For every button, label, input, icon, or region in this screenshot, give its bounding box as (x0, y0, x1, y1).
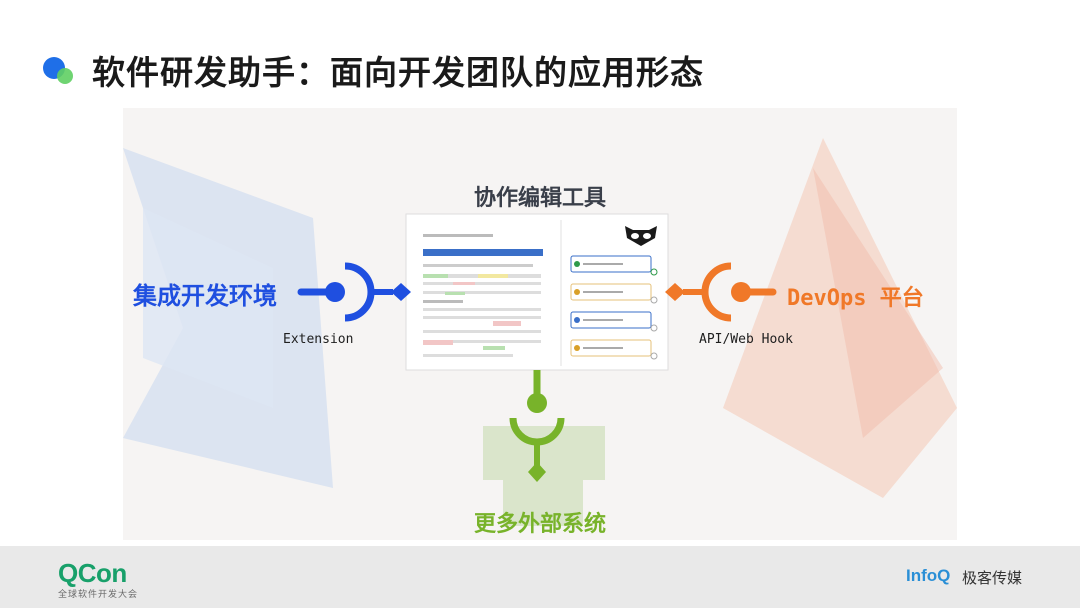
diagram-panel: 协作编辑工具 集成开发环境 DevOps 平台 Extension API/We… (123, 108, 957, 540)
diagram-graphics (123, 138, 957, 526)
right-connector-label: API/Web Hook (699, 332, 793, 347)
left-connector-label: Extension (283, 332, 354, 347)
bottom-tool-label: 更多外部系统 (473, 512, 606, 537)
footer-bar: QCon 全球软件开发大会 InfoQ 极客传媒 (0, 546, 1080, 608)
qcon-subtitle: 全球软件开发大会 (58, 590, 139, 600)
infoq-cn-name: 极客传媒 (962, 569, 1023, 587)
devops-watermark-icon (723, 138, 957, 498)
qcon-logo: QCon (58, 558, 127, 588)
title-bullet-icon (43, 57, 73, 84)
left-tool-label: 集成开发环境 (133, 282, 277, 310)
center-tool-label: 协作编辑工具 (473, 186, 606, 211)
right-connector (665, 262, 777, 322)
editor-card (405, 213, 669, 371)
bottom-connector (509, 370, 565, 482)
right-tool-label: DevOps 平台 (787, 286, 924, 311)
left-connector (297, 262, 411, 322)
raccoon-icon (625, 226, 657, 246)
comment-list (570, 255, 658, 360)
slide-title: 软件研发助手：面向开发团队的应用形态 (92, 53, 704, 92)
infoq-logo: InfoQ (906, 566, 951, 585)
